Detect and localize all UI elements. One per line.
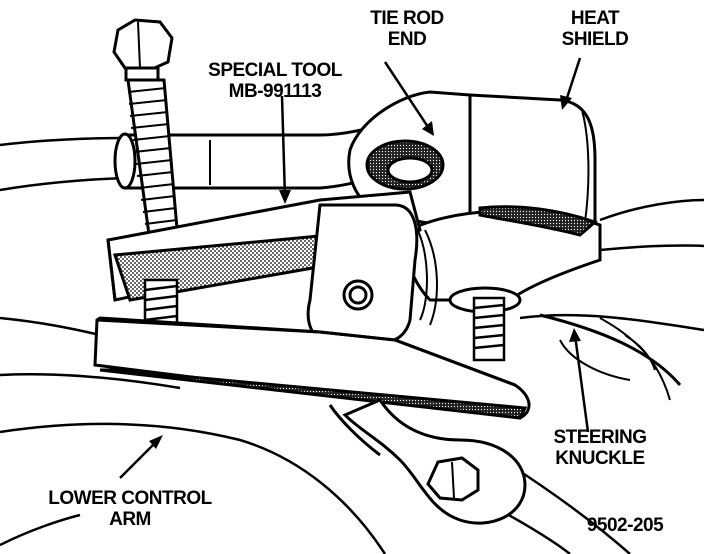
- puller-lower-screw: [143, 278, 179, 327]
- special-tool-label-line1: SPECIAL TOOL: [208, 60, 342, 81]
- steering-knuckle-label-line1: STEERING: [553, 427, 647, 448]
- puller-lower-jaw: [93, 316, 531, 420]
- puller-pivot-link: [306, 203, 438, 347]
- figure-id-label: 9502-205: [586, 515, 664, 536]
- tie-rod-end-label-line2: END: [387, 29, 427, 50]
- steering-knuckle: [398, 205, 682, 401]
- lower-control-arm-label-line2: ARM: [109, 509, 151, 530]
- stud-bolt: [472, 296, 506, 362]
- special-tool-label: SPECIAL TOOL MB-991113: [200, 60, 350, 102]
- forcing-screw: [112, 18, 180, 244]
- heat-shield: [468, 93, 597, 227]
- tie-rod-end-label-line1: TIE ROD: [370, 8, 444, 29]
- steering-knuckle-label-line2: KNUCKLE: [555, 448, 645, 469]
- steering-knuckle-label: STEERING KNUCKLE: [540, 427, 660, 469]
- special-tool-label-line2: MB-991113: [228, 81, 322, 102]
- leader-arrowheads: [149, 95, 581, 449]
- lower-control-arm-label-line1: LOWER CONTROL: [48, 488, 212, 509]
- lower-control-arm-label: LOWER CONTROL ARM: [30, 488, 230, 530]
- heat-shield-label: HEAT SHIELD: [545, 8, 645, 50]
- leader-lines: [119, 57, 590, 479]
- control-arm-link: [328, 398, 527, 525]
- tie-rod-end-label: TIE ROD END: [352, 8, 462, 50]
- heat-shield-label-line1: HEAT: [570, 8, 620, 29]
- heat-shield-label-line2: SHIELD: [561, 29, 629, 50]
